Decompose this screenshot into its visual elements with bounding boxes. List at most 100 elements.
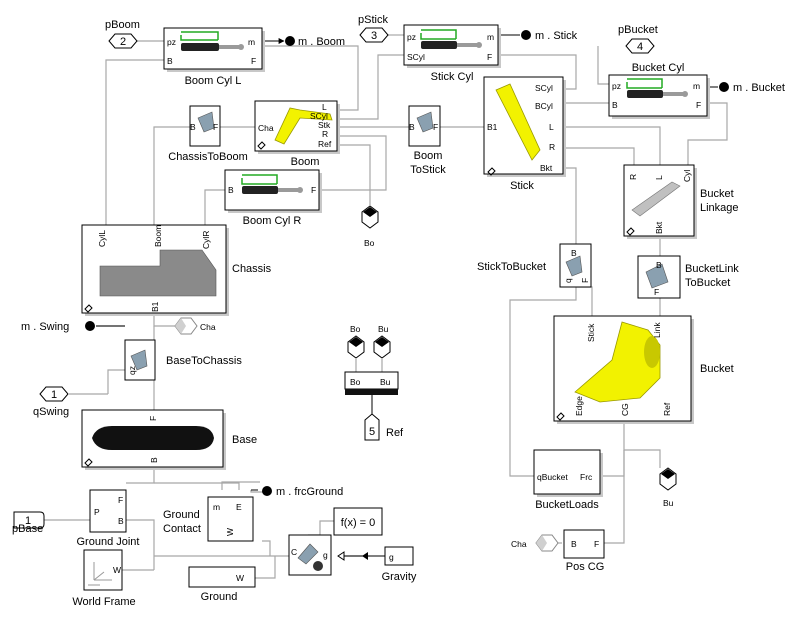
svg-text:F: F (580, 278, 590, 283)
svg-text:F: F (148, 416, 158, 421)
svg-text:m . Bucket: m . Bucket (733, 82, 785, 94)
bucket-loads-label: BucketLoads (535, 499, 599, 511)
measure-stick: m . Stick (498, 30, 578, 42)
svg-text:pBase: pBase (12, 523, 43, 535)
block-gravity[interactable]: g Gravity (337, 546, 417, 583)
block-ground-joint[interactable]: P F B Ground Joint (77, 489, 140, 548)
svg-text:F: F (213, 122, 218, 132)
svg-text:Frc: Frc (580, 472, 593, 482)
svg-text:B: B (612, 100, 618, 110)
stick-label: Stick (510, 180, 534, 192)
svg-text:Ref: Ref (386, 427, 404, 439)
block-ground[interactable]: W Ground (188, 566, 256, 603)
tag-cha-1: Cha (174, 317, 216, 335)
svg-text:W: W (236, 573, 244, 583)
svg-text:W: W (113, 565, 121, 575)
gravity-label: Gravity (382, 571, 417, 583)
svg-text:Ref: Ref (662, 402, 672, 416)
block-mechanism-config[interactable]: C g (288, 534, 332, 576)
svg-text:Cyl: Cyl (682, 170, 692, 182)
boom-cyl-r-label: Boom Cyl R (243, 215, 302, 227)
svg-text:4: 4 (637, 41, 643, 53)
block-boom-cyl-l[interactable]: pz m B F Boom Cyl L (163, 27, 265, 87)
inport-pbase[interactable]: 1 pBase (12, 511, 45, 535)
bucket-label: Bucket (700, 363, 734, 375)
svg-text:W: W (225, 528, 235, 536)
block-world-frame[interactable]: W World Frame (72, 549, 136, 608)
inport-pboom[interactable]: 2 pBoom (105, 19, 140, 49)
svg-text:qBucket: qBucket (537, 472, 568, 482)
tag-bo-top: Bo (361, 205, 379, 248)
svg-text:Bu: Bu (663, 498, 674, 508)
svg-text:C: C (291, 547, 297, 557)
block-stick[interactable]: SCyl BCyl B1 L R Bkt Stick (483, 76, 566, 192)
block-boom[interactable]: Cha L SCyl Stk R Ref Boom (254, 100, 340, 168)
pos-cg-label: Pos CG (566, 561, 605, 573)
block-bucket[interactable]: Stick Link Edge CG Ref Bucket (553, 315, 734, 424)
svg-text:R: R (549, 142, 555, 152)
svg-text:Bo: Bo (364, 238, 375, 248)
svg-text:Bkt: Bkt (540, 163, 553, 173)
block-stick-to-bucket[interactable]: B q F StickToBucket (477, 243, 592, 288)
bucketlink-to-bucket-label2: ToBucket (685, 277, 730, 289)
svg-text:Link: Link (652, 322, 662, 338)
svg-text:L: L (322, 102, 327, 112)
block-chassis-to-boom[interactable]: B F ChassisToBoom (168, 105, 248, 163)
svg-text:1: 1 (25, 515, 31, 527)
block-solver-config[interactable]: f(x) = 0 (333, 507, 383, 536)
link-icons (84, 141, 635, 467)
svg-text:F: F (251, 56, 256, 66)
svg-text:q: q (563, 278, 573, 283)
svg-text:Bo: Bo (350, 377, 361, 387)
block-chassis[interactable]: CylL Boom CylR B1 Chassis (81, 224, 272, 316)
block-bucket-cyl[interactable]: pz m B F Bucket Cyl (608, 62, 710, 119)
svg-text:m . Swing: m . Swing (21, 321, 69, 333)
block-pos-cg[interactable]: Cha B F Pos CG (511, 529, 605, 573)
svg-text:pBucket: pBucket (618, 24, 658, 36)
block-boom-cyl-r[interactable]: B F Boom Cyl R (224, 169, 322, 227)
measure-bucket: m . Bucket (707, 82, 785, 94)
chassis-label: Chassis (232, 263, 272, 275)
boom-cyl-l-label: Boom Cyl L (185, 75, 242, 87)
block-bucket-linkage[interactable]: R L Cyl Bkt Bucket Linkage (623, 164, 739, 239)
inport-pbucket[interactable]: 4 pBucket (618, 24, 658, 54)
svg-text:L: L (654, 175, 664, 180)
svg-text:F: F (487, 52, 492, 62)
svg-text:Bkt: Bkt (654, 221, 664, 234)
svg-text:B1: B1 (150, 301, 160, 312)
inport-qswing[interactable]: 1 qSwing (33, 386, 108, 418)
block-bucket-loads[interactable]: qBucket Frc BucketLoads (533, 449, 603, 511)
svg-text:Ref: Ref (318, 139, 332, 149)
bucketlink-to-bucket-label1: BucketLink (685, 263, 739, 275)
connection-lines (44, 34, 728, 579)
block-base-to-chassis[interactable]: qz BaseToChassis (124, 339, 242, 381)
svg-text:Cha: Cha (511, 539, 527, 549)
block-base[interactable]: F B Base (81, 409, 257, 470)
block-stick-cyl[interactable]: pz m SCyl F Stick Cyl (403, 24, 501, 83)
svg-text:m . frcGround: m . frcGround (276, 486, 343, 498)
svg-text:B: B (228, 185, 234, 195)
ground-contact-label1: Ground (163, 509, 200, 521)
svg-text:B: B (190, 122, 196, 132)
svg-text:B: B (571, 539, 577, 549)
svg-text:Cha: Cha (200, 322, 216, 332)
svg-text:f(x) = 0: f(x) = 0 (341, 517, 376, 529)
block-bucketlink-to-bucket[interactable]: B F BucketLink ToBucket (637, 255, 739, 299)
svg-text:B: B (409, 122, 415, 132)
svg-text:2: 2 (120, 36, 126, 48)
block-ground-contact[interactable]: m E W Ground Contact (163, 496, 254, 542)
boom-to-stick-label1: Boom (414, 150, 443, 162)
stick-to-bucket-label: StickToBucket (477, 261, 546, 273)
svg-text:B1: B1 (487, 122, 498, 132)
svg-text:F: F (311, 185, 316, 195)
svg-text:CG: CG (620, 403, 630, 416)
svg-text:pz: pz (167, 37, 176, 47)
stick-cyl-label: Stick Cyl (431, 71, 474, 83)
svg-text:B: B (118, 516, 124, 526)
block-ref-mux[interactable]: Bo Bu Bo Bu 5 Ref (344, 324, 404, 441)
measure-boom: m . Boom (262, 36, 345, 48)
block-boom-to-stick[interactable]: B F Boom ToStick (408, 105, 446, 176)
inport-pstick[interactable]: 3 pStick (358, 14, 389, 43)
bucket-linkage-label1: Bucket (700, 188, 734, 200)
svg-text:B: B (656, 260, 662, 270)
